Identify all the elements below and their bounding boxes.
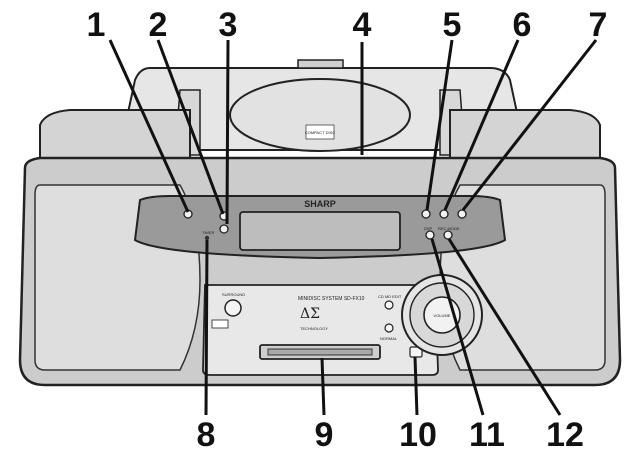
rec-mode-label: REC MODE <box>438 226 460 231</box>
delta-sigma-logo: ΔΣ <box>300 306 320 322</box>
control-button-7[interactable] <box>457 209 467 219</box>
callout-1: 1 <box>87 6 106 44</box>
control-button-5[interactable] <box>421 209 431 219</box>
cd-logo-text: COMPACT DISC <box>305 130 335 135</box>
callout-8: 8 <box>197 416 216 452</box>
callout-11: 11 <box>469 416 505 452</box>
callout-12: 12 <box>546 416 584 452</box>
cd-md-edit-label: CD MD EDIT <box>378 294 402 299</box>
callout-4: 4 <box>353 6 372 44</box>
dsp-label: DSP <box>424 226 433 231</box>
cd-lid[interactable] <box>229 78 411 152</box>
rec-mode-button[interactable] <box>443 230 453 240</box>
callout-7: 7 <box>589 6 608 44</box>
callout-10: 10 <box>399 416 437 452</box>
right-shoulder <box>449 109 601 167</box>
top-slot <box>297 59 344 69</box>
left-shoulder <box>39 109 191 167</box>
surround-label: SURROUND <box>222 292 245 297</box>
normal-label: NORMAL <box>380 336 398 341</box>
control-button-11[interactable] <box>425 230 435 240</box>
volume-label: VOLUME <box>434 313 451 318</box>
timer-label: TIMER <box>202 230 215 235</box>
normal-button[interactable] <box>384 323 394 333</box>
cd-logo-icon <box>305 124 335 140</box>
control-button-6[interactable] <box>439 209 449 219</box>
callout-5: 5 <box>443 6 462 44</box>
control-button-3[interactable] <box>219 224 229 234</box>
leader-lines <box>108 39 598 416</box>
callout-9: 9 <box>315 416 334 452</box>
mdlp-badge <box>211 319 229 329</box>
model-text: MINIDISC SYSTEM SD-FX10 <box>298 296 365 302</box>
cd-md-edit-button[interactable] <box>384 300 394 310</box>
callout-3: 3 <box>219 6 238 44</box>
brand-logo: SHARP <box>304 199 336 209</box>
display-window <box>239 211 401 251</box>
surround-button[interactable] <box>224 299 242 317</box>
callout-6: 6 <box>513 6 532 44</box>
callout-2: 2 <box>149 6 168 44</box>
timer-indicator <box>204 235 210 241</box>
minidisc-slot-inner <box>267 348 373 356</box>
technology-text: TECHNOLOGY <box>300 326 328 331</box>
